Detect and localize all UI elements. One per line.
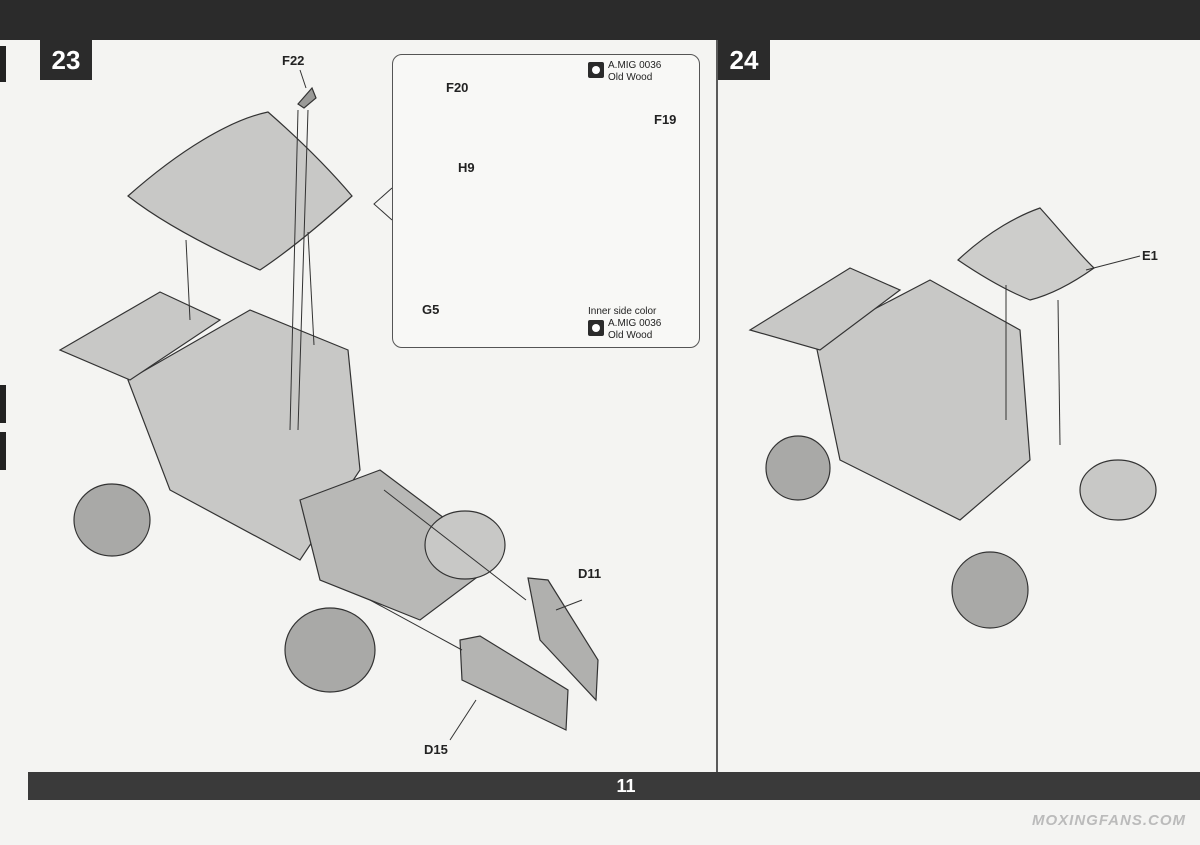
label-f22: F22 (282, 53, 305, 68)
paint-code: A.MIG 0036 (608, 60, 662, 71)
bottom-bar (28, 772, 1200, 800)
front-fender (424, 510, 506, 580)
step24-truck-cab (814, 279, 1031, 521)
roof-panel-part (127, 111, 353, 271)
top-bar (0, 0, 1200, 40)
step-24-badge: 24 (718, 40, 770, 80)
paint-icon (588, 62, 604, 78)
front-wheel (284, 607, 376, 693)
step24-bed (748, 267, 902, 351)
label-f19: F19 (654, 112, 677, 127)
part-f22 (297, 86, 317, 109)
part-d11 (527, 577, 599, 702)
part-d15 (459, 635, 569, 731)
step24-fender (1079, 459, 1157, 521)
detail-callout (392, 54, 700, 348)
paint-name: Old Wood (608, 72, 653, 83)
label-f20: F20 (446, 80, 469, 95)
paint-callout-inner: Inner side color A.MIG 0036 Old Wood (588, 306, 662, 342)
step-23-badge: 23 (40, 40, 92, 80)
page-edge-mark (0, 385, 6, 423)
step24-roof-e1 (957, 207, 1095, 301)
paint-note: Inner side color (588, 306, 657, 317)
label-d15: D15 (424, 742, 448, 757)
label-h9: H9 (458, 160, 475, 175)
step-divider (716, 40, 718, 772)
rear-wheel (73, 483, 151, 557)
truck-cab (127, 309, 361, 561)
label-d11: D11 (578, 566, 602, 581)
paint-icon (588, 320, 604, 336)
step24-rear-wheel (765, 435, 831, 501)
label-g5: G5 (422, 302, 440, 317)
page-edge-mark (0, 432, 6, 470)
step24-front-wheel (951, 551, 1029, 629)
paint-code: A.MIG 0036 (608, 318, 662, 329)
watermark: MOXINGFANS.COM (1032, 812, 1187, 829)
label-e1: E1 (1142, 248, 1158, 263)
truck-engine-bay (299, 469, 501, 621)
paint-callout-top: A.MIG 0036 Old Wood (588, 60, 662, 84)
paint-name: Old Wood (608, 330, 653, 341)
page-number: 11 (616, 776, 636, 796)
page-edge-mark (0, 46, 6, 82)
truck-bed (58, 291, 222, 381)
